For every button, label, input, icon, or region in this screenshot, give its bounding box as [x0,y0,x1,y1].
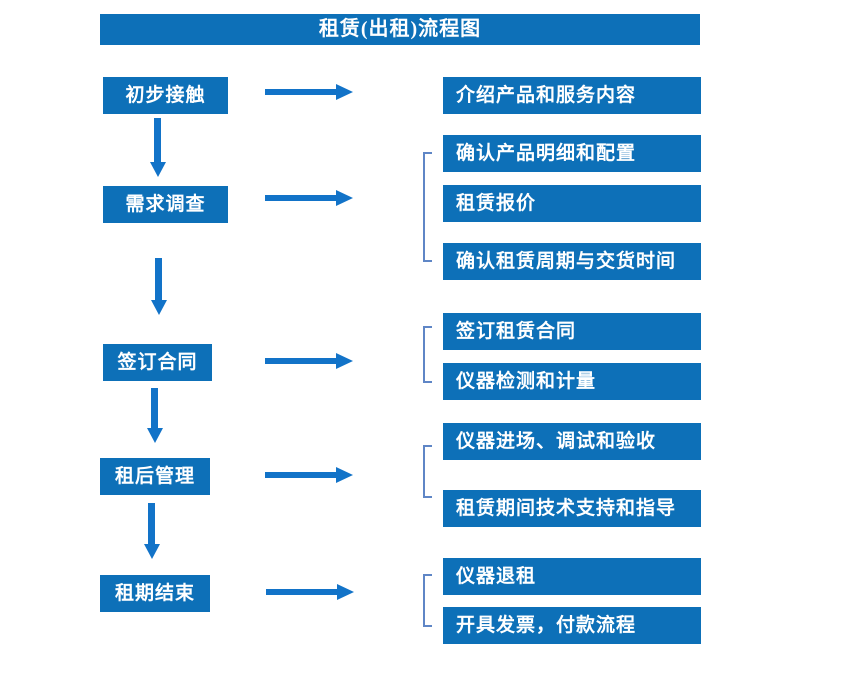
right-arrow-icon [265,190,353,206]
detail-box-introduce-products: 介绍产品和服务内容 [443,77,701,114]
step-box-post-rental-management: 租后管理 [100,458,210,495]
step-box-rental-end: 租期结束 [100,575,210,612]
step-box-initial-contact: 初步接触 [103,77,228,114]
down-arrow-icon [149,118,166,177]
right-arrow-head [337,584,354,600]
detail-box-instrument-setup: 仪器进场、调试和验收 [443,423,701,460]
right-arrow-shaft [265,195,336,201]
detail-box-rental-quote: 租赁报价 [443,185,701,222]
detail-box-instrument-testing: 仪器检测和计量 [443,363,701,400]
right-arrow-shaft [266,589,337,595]
detail-box-confirm-rental-period: 确认租赁周期与交货时间 [443,243,701,280]
down-arrow-shaft [154,118,161,162]
down-arrow-head [150,300,167,315]
flowchart-title: 租赁(出租)流程图 [100,14,700,45]
group-bracket-icon [423,445,432,498]
detail-box-invoice-payment: 开具发票，付款流程 [443,607,701,644]
detail-box-technical-support: 租赁期间技术支持和指导 [443,490,701,527]
detail-box-sign-rental-contract: 签订租赁合同 [443,313,701,350]
right-arrow-icon [266,584,354,600]
step-box-sign-contract: 签订合同 [103,344,212,381]
right-arrow-icon [265,467,353,483]
detail-box-confirm-product-details: 确认产品明细和配置 [443,135,701,172]
right-arrow-icon [265,84,353,100]
down-arrow-head [149,162,166,177]
detail-box-instrument-return: 仪器退租 [443,558,701,595]
down-arrow-head [146,428,163,443]
down-arrow-icon [143,503,160,559]
right-arrow-head [336,467,353,483]
down-arrow-shaft [155,258,162,300]
step-box-demand-survey: 需求调查 [103,186,228,223]
group-bracket-icon [423,326,432,383]
right-arrow-shaft [265,472,336,478]
right-arrow-head [336,84,353,100]
down-arrow-head [143,544,160,559]
group-bracket-icon [423,574,432,627]
down-arrow-icon [146,388,163,443]
right-arrow-shaft [265,89,336,95]
right-arrow-icon [265,353,353,369]
down-arrow-icon [150,258,167,315]
right-arrow-head [336,353,353,369]
right-arrow-shaft [265,358,336,364]
group-bracket-icon [423,152,432,262]
right-arrow-head [336,190,353,206]
down-arrow-shaft [151,388,158,428]
down-arrow-shaft [148,503,155,544]
